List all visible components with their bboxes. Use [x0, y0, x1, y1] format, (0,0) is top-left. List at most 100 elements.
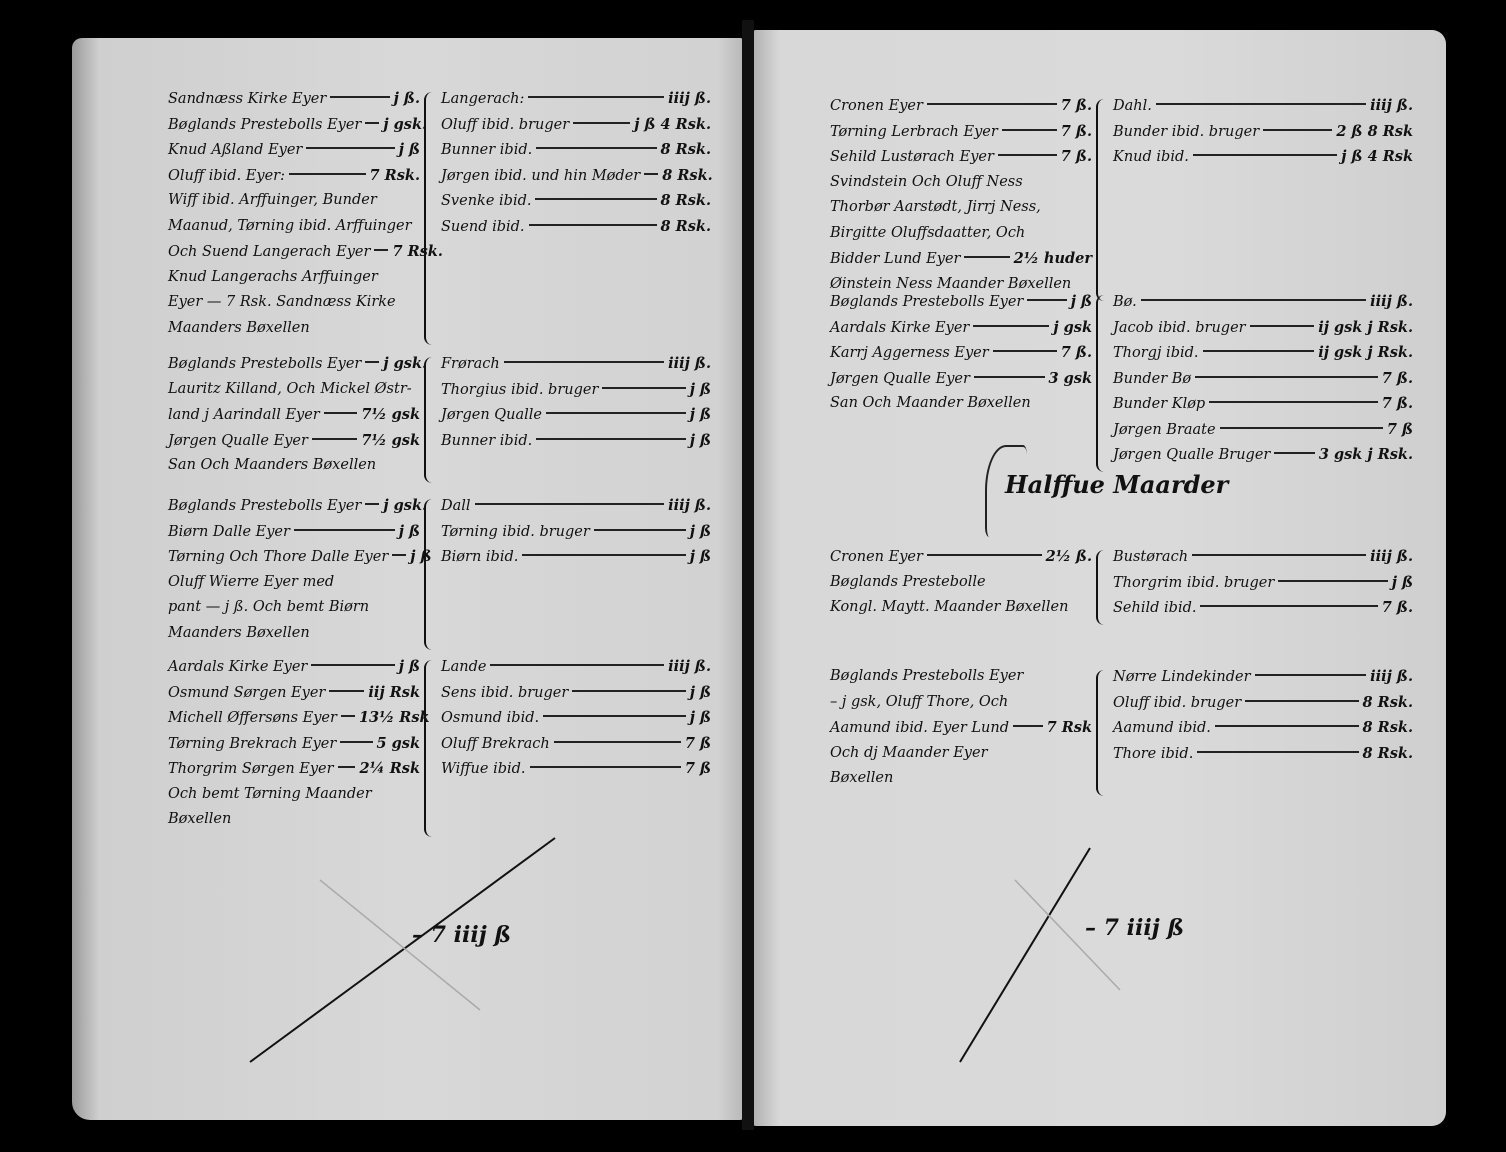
- book-spine: [742, 20, 754, 1130]
- entry-amount: iiij ß.: [1370, 668, 1413, 685]
- entry-amount: ij gsk j Rsk.: [1318, 318, 1413, 336]
- leader-dash: [340, 740, 373, 743]
- ledger-line: Bøxellen: [830, 770, 1092, 796]
- entry-amount: 8 Rsk.: [660, 141, 711, 158]
- entry-text: Thorgrim Sørgen Eyer: [168, 761, 334, 777]
- ledger-line: Øinstein Ness Maander Bøxellen: [830, 276, 1092, 302]
- entry-text: Jørgen Qualle Eyer: [830, 370, 970, 387]
- brace: [424, 92, 435, 345]
- ledger-line: Thore ibid.8 Rsk.: [1113, 745, 1413, 771]
- entry-text: Aamund ibid.: [1113, 720, 1211, 736]
- entry-amount: 7 ß.: [1060, 344, 1092, 361]
- entry-amount: 2 ß 8 Rsk: [1336, 122, 1413, 140]
- entry-amount: j ß: [689, 683, 711, 701]
- ledger-line: – j gsk, Oluff Thore, Och: [830, 694, 1092, 720]
- ledger-line: Dahl.iiij ß.: [1113, 97, 1413, 123]
- owners-column: Bøglands Prestebolls Eyer– j gsk, Oluff …: [830, 668, 1092, 796]
- entry-text: Sens ibid. bruger: [441, 684, 569, 701]
- ledger-line: Oluff ibid. bruger j ß 4 Rsk.: [441, 116, 711, 142]
- leader-dash: [1140, 299, 1367, 301]
- entry-amount: j ß: [398, 658, 420, 675]
- leader-dash: [365, 361, 380, 363]
- entry-amount: iiij ß.: [1370, 548, 1413, 565]
- ledger-line: Langerach:iiij ß.: [441, 90, 711, 116]
- entry-text: Aardals Kirke Eyer: [168, 659, 308, 675]
- entry-amount: 7 ß: [684, 760, 711, 777]
- leader-dash: [340, 715, 355, 717]
- ledger-line: Bøglands Prestebolls Eyer: [830, 668, 1092, 694]
- ledger-line: San Och Maander Bøxellen: [830, 395, 1092, 421]
- entry-text: Bunner ibid.: [441, 142, 533, 158]
- leader-dash: [543, 715, 686, 717]
- ledger-line: Oluff ibid. Eyer:7 Rsk.: [168, 167, 420, 193]
- leader-dash: [644, 172, 659, 175]
- brace: [1096, 99, 1107, 301]
- leader-dash: [553, 740, 681, 743]
- entry-text: San Och Maanders Bøxellen: [168, 457, 377, 473]
- entry-amount: 7½ gsk: [361, 431, 420, 449]
- entry-amount: j gsk.: [383, 497, 428, 514]
- leader-dash: [997, 154, 1057, 156]
- entry-text: Tørning ibid. bruger: [441, 523, 590, 540]
- entry-amount: j ß 4 Rsk.: [634, 115, 711, 133]
- leader-dash: [1278, 579, 1388, 582]
- leader-dash: [1195, 375, 1378, 378]
- entry-text: Aamund ibid. Eyer Lund: [830, 720, 1009, 736]
- entry-amount: 8 Rsk.: [660, 217, 711, 235]
- leader-dash: [546, 412, 686, 414]
- entry-amount: j ß: [689, 380, 711, 398]
- leader-dash: [522, 554, 686, 556]
- ledger-line: Kongl. Maytt. Maander Bøxellen: [830, 599, 1092, 625]
- right-page-total: – 7 iiij ß: [1085, 915, 1185, 941]
- ledger-line: Sens ibid. bruger j ß: [441, 684, 711, 710]
- entry-amount: 7 ß.: [1060, 122, 1092, 140]
- brace: [1096, 295, 1107, 472]
- entry-amount: iiij ß.: [668, 658, 711, 675]
- entry-text: Kongl. Maytt. Maander Bøxellen: [830, 599, 1069, 615]
- entry-text: Jørgen Qualle: [441, 407, 543, 423]
- entry-text: Bø.: [1113, 294, 1137, 310]
- leader-dash: [1202, 350, 1315, 352]
- entry-text: Sandnæss Kirke Eyer: [168, 91, 327, 107]
- entry-text: Thore ibid.: [1113, 745, 1194, 762]
- leader-dash: [1027, 299, 1067, 301]
- leader-dash: [1274, 452, 1315, 454]
- leader-dash: [973, 375, 1045, 378]
- leader-dash: [536, 147, 657, 149]
- entry-text: Bøxellen: [168, 811, 232, 827]
- entry-text: Wiffue ibid.: [441, 761, 526, 777]
- heading-flourish: [985, 445, 1027, 537]
- entry-amount: j ß 4 Rsk: [1341, 148, 1413, 165]
- ledger-line: Aardals Kirke Eyer j ß: [168, 658, 420, 684]
- entry-text: Lauritz Killand, Och Mickel Østr-: [168, 380, 412, 397]
- entry-amount: j ß: [689, 709, 711, 726]
- entry-text: Biørn Dalle Eyer: [168, 523, 290, 540]
- brace: [424, 499, 435, 650]
- entry-text: Oluff ibid. bruger: [441, 116, 570, 133]
- leader-dash: [1219, 426, 1383, 429]
- entry-text: Jørgen Braate: [1113, 421, 1216, 438]
- entry-amount: j gsk.: [383, 355, 428, 372]
- ledger-line: Maanders Bøxellen: [168, 320, 420, 346]
- entry-amount: j gsk: [1053, 318, 1092, 336]
- ledger-line: Sehild ibid.7 ß.: [1113, 599, 1413, 625]
- entry-amount: 3 gsk: [1048, 369, 1093, 387]
